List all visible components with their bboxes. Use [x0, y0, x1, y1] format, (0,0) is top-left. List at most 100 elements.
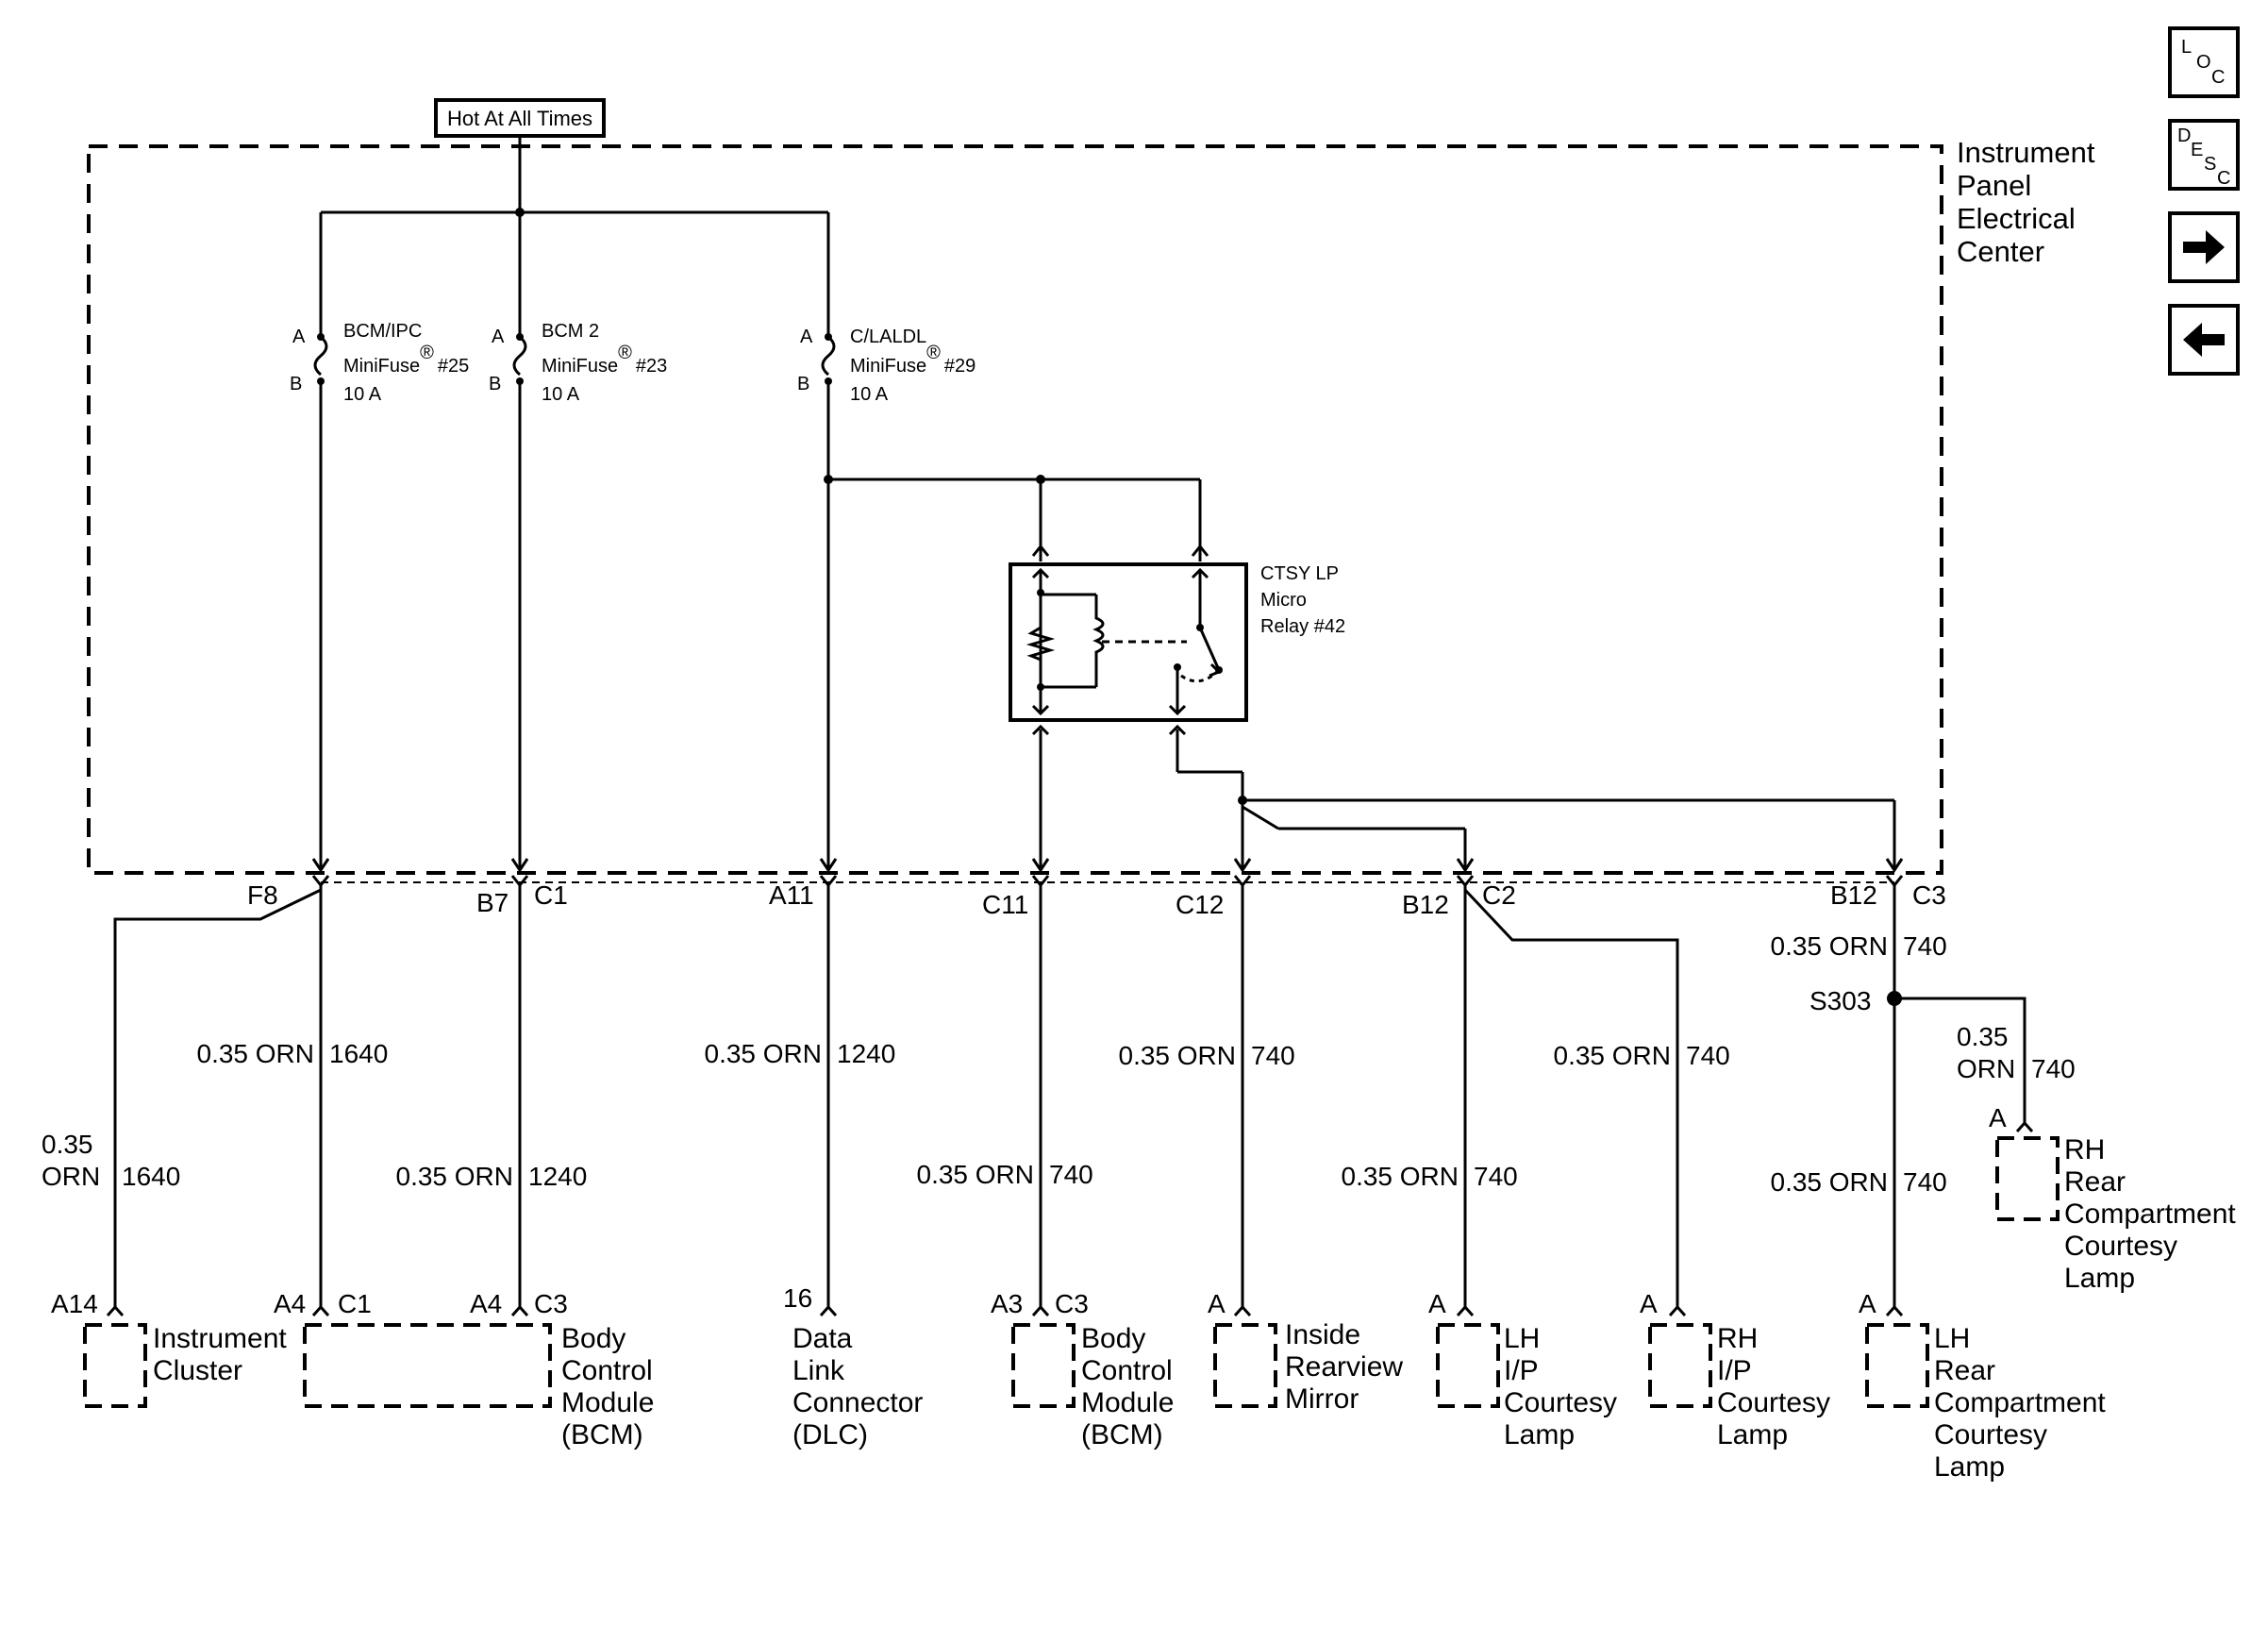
- svg-text:ORN: ORN: [42, 1162, 100, 1191]
- inside-rearview-mirror: A Inside Rearview Mirror: [1208, 1289, 1403, 1415]
- instrument-cluster: A14 Instrument Cluster: [51, 1289, 287, 1386]
- svg-text:Electrical: Electrical: [1957, 202, 2076, 235]
- svg-text:MiniFuse®#25: MiniFuse®#25: [343, 343, 469, 377]
- svg-text:Courtesy: Courtesy: [1504, 1387, 1617, 1418]
- svg-text:740: 740: [1686, 1041, 1730, 1070]
- svg-text:0.35 ORN: 0.35 ORN: [1771, 1167, 1889, 1197]
- svg-text:1640: 1640: [329, 1039, 388, 1068]
- svg-text:BCM 2: BCM 2: [542, 321, 599, 342]
- svg-text:(DLC): (DLC): [792, 1419, 868, 1450]
- lh-rear-compartment-courtesy-lamp: A LH Rear Compartment Courtesy Lamp: [1859, 1289, 2106, 1483]
- svg-text:A4: A4: [274, 1289, 306, 1318]
- relay-label: CTSY LP Micro Relay #42: [1260, 563, 1345, 637]
- svg-text:O: O: [2196, 52, 2211, 73]
- svg-text:(BCM): (BCM): [1081, 1419, 1163, 1450]
- electrical-center-label: Instrument Panel Electrical Center: [1957, 136, 2095, 268]
- svg-text:0.35 ORN: 0.35 ORN: [1554, 1041, 1672, 1070]
- svg-text:Module: Module: [561, 1387, 654, 1418]
- svg-text:Courtesy: Courtesy: [1934, 1419, 2047, 1450]
- svg-text:C2: C2: [1482, 880, 1516, 910]
- lh-ip-courtesy-lamp: A LH I/P Courtesy Lamp: [1428, 1289, 1617, 1450]
- svg-text:E: E: [2191, 140, 2203, 160]
- svg-text:Link: Link: [792, 1355, 845, 1386]
- svg-text:RH: RH: [2064, 1134, 2105, 1165]
- svg-text:C: C: [2211, 67, 2225, 88]
- svg-text:I/P: I/P: [1504, 1355, 1539, 1386]
- svg-text:F8: F8: [247, 880, 278, 910]
- svg-text:C/LALDL: C/LALDL: [850, 327, 926, 347]
- wire-labels: 0.35 ORN 1640 0.35 ORN 1640 0.35 ORN 124…: [42, 931, 2076, 1197]
- svg-text:Micro: Micro: [1260, 590, 1307, 611]
- svg-text:740: 740: [1903, 1167, 1947, 1197]
- svg-text:(BCM): (BCM): [561, 1419, 643, 1450]
- svg-text:Lamp: Lamp: [2064, 1263, 2135, 1294]
- svg-text:Module: Module: [1081, 1387, 1174, 1418]
- svg-text:C1: C1: [338, 1289, 372, 1318]
- svg-text:10 A: 10 A: [850, 384, 889, 405]
- svg-text:A: A: [1640, 1289, 1658, 1318]
- svg-text:Data: Data: [792, 1323, 853, 1354]
- svg-text:Panel: Panel: [1957, 169, 2031, 202]
- svg-text:0.35 ORN: 0.35 ORN: [197, 1039, 315, 1068]
- body-control-module-1: A4 C1 A4 C3 Body Control Module (BCM): [274, 1289, 654, 1450]
- svg-text:Inside: Inside: [1285, 1319, 1360, 1350]
- svg-text:B7: B7: [476, 888, 509, 917]
- svg-text:Lamp: Lamp: [1717, 1419, 1788, 1450]
- svg-text:A: A: [1859, 1289, 1876, 1318]
- svg-text:C3: C3: [1912, 880, 1946, 910]
- svg-text:C3: C3: [1055, 1289, 1089, 1318]
- svg-text:B: B: [489, 374, 501, 394]
- svg-text:740: 740: [1251, 1041, 1295, 1070]
- svg-text:Connector: Connector: [792, 1387, 923, 1418]
- fuse-25: A B BCM/IPC MiniFuse®#25 10 A: [290, 321, 469, 405]
- svg-text:0.35 ORN: 0.35 ORN: [396, 1162, 514, 1191]
- svg-text:0.35: 0.35: [42, 1130, 93, 1159]
- svg-text:740: 740: [1903, 931, 1947, 961]
- next-page-button[interactable]: [2168, 211, 2240, 283]
- power-source-label: Hot At All Times: [447, 107, 592, 130]
- svg-text:0.35 ORN: 0.35 ORN: [1119, 1041, 1237, 1070]
- svg-text:1240: 1240: [837, 1039, 895, 1068]
- previous-page-button[interactable]: [2168, 304, 2240, 376]
- description-button[interactable]: D E S C: [2168, 119, 2240, 191]
- rh-rear-compartment-courtesy-lamp: A RH Rear Compartment Courtesy Lamp: [1989, 1103, 2236, 1294]
- fuse-29: A B C/LALDL MiniFuse®#29 10 A: [797, 327, 976, 405]
- svg-text:16: 16: [783, 1283, 812, 1313]
- svg-text:A14: A14: [51, 1289, 98, 1318]
- svg-text:D: D: [2177, 126, 2191, 146]
- svg-text:Center: Center: [1957, 235, 2044, 268]
- svg-text:C11: C11: [982, 890, 1028, 919]
- arrow-right-icon: [2183, 230, 2225, 264]
- svg-text:C3: C3: [534, 1289, 568, 1318]
- svg-text:A3: A3: [991, 1289, 1023, 1318]
- svg-text:740: 740: [2031, 1054, 2076, 1083]
- location-button[interactable]: L O C: [2168, 26, 2240, 98]
- svg-text:0.35 ORN: 0.35 ORN: [917, 1160, 1035, 1189]
- svg-text:C: C: [2217, 168, 2230, 189]
- body-control-module-2: A3 C3 Body Control Module (BCM): [991, 1289, 1174, 1450]
- svg-text:1640: 1640: [122, 1162, 180, 1191]
- svg-text:S: S: [2204, 154, 2216, 175]
- svg-text:MiniFuse®#23: MiniFuse®#23: [542, 343, 667, 377]
- svg-text:Courtesy: Courtesy: [2064, 1231, 2177, 1262]
- svg-text:0.35: 0.35: [1957, 1022, 2009, 1051]
- splice-label: S303: [1809, 986, 1871, 1015]
- svg-text:I/P: I/P: [1717, 1355, 1752, 1386]
- svg-text:Relay #42: Relay #42: [1260, 616, 1345, 637]
- svg-text:B: B: [797, 374, 809, 394]
- svg-text:MiniFuse®#29: MiniFuse®#29: [850, 343, 976, 377]
- connector-pin-labels: F8 B7 C1 A11 C11 C12 B12 C2 B12 C3 S303: [247, 880, 1946, 1015]
- svg-text:Compartment: Compartment: [1934, 1387, 2106, 1418]
- svg-text:A: A: [292, 327, 306, 347]
- svg-text:Lamp: Lamp: [1934, 1451, 2005, 1483]
- rh-ip-courtesy-lamp: A RH I/P Courtesy Lamp: [1640, 1289, 1830, 1450]
- svg-text:0.35 ORN: 0.35 ORN: [1342, 1162, 1459, 1191]
- svg-text:A: A: [492, 327, 505, 347]
- svg-text:Mirror: Mirror: [1285, 1383, 1359, 1415]
- svg-text:B12: B12: [1402, 890, 1449, 919]
- svg-text:Instrument: Instrument: [1957, 136, 2095, 169]
- svg-text:740: 740: [1474, 1162, 1518, 1191]
- svg-text:LH: LH: [1504, 1323, 1540, 1354]
- svg-text:A11: A11: [769, 880, 814, 910]
- svg-text:A4: A4: [470, 1289, 502, 1318]
